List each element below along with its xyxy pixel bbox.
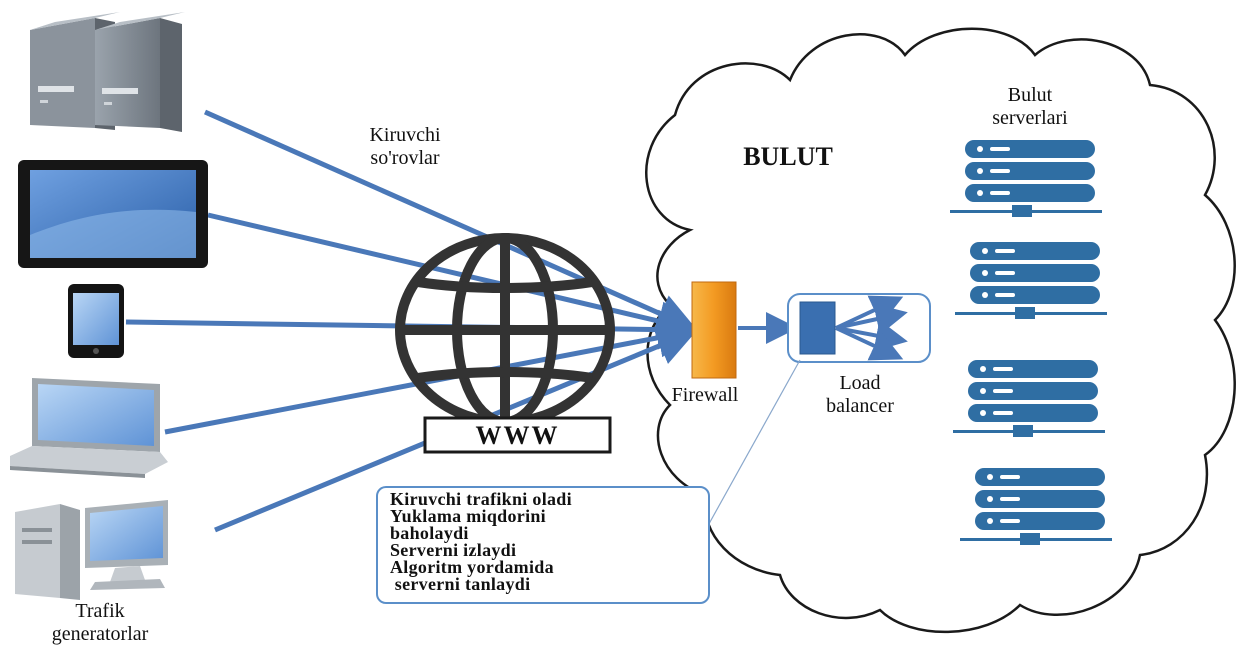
callout-line: serverni tanlaydi [390,574,531,594]
desktop-pc-icon [15,500,168,600]
callout-line: Serverni izlaydi [390,540,517,560]
callout-line: Yuklama miqdorini [390,506,546,526]
server-tower-icon [30,12,185,132]
laptop-icon [10,378,168,478]
firewall-icon [691,281,737,379]
cloud-server-icon [950,140,1102,217]
cloud-servers-line1: Bulut [1007,84,1053,106]
cloud-servers-label: Bulut serverlari [960,84,1100,130]
arrow-from-tablet [207,212,698,341]
cloud-server-icon [953,360,1105,437]
smartphone-icon [68,284,124,358]
incoming-requests-line1: Kiruvchi [369,124,441,146]
load-balancer-icon [787,293,931,363]
arrow-from-server [203,109,698,333]
callout-line: baholaydi [390,523,469,543]
cloud-server-icon [955,242,1107,319]
traffic-generators-label: Trafik generatorlar [20,600,180,646]
globe-icon [395,233,615,427]
callout-leader-line [699,359,801,541]
incoming-requests-line2: so'rovlar [370,147,440,169]
traffic-generators-line2: generatorlar [51,623,149,645]
cloud-title: BULUT [743,142,833,171]
www-box [423,416,612,454]
callout-line: Kiruvchi trafikni oladi [390,489,572,509]
www-label: WWW [475,421,560,450]
load-balancer-label: Load balancer [800,372,920,418]
callout-line: Algoritm yordamida [390,557,554,577]
load-balancer-line1: Load [839,372,881,394]
cloud-server-icon [960,468,1112,545]
incoming-requests-label: Kiruvchi so'rovlar [335,124,475,170]
load-balancer-line2: balancer [826,395,894,417]
tablet-icon [18,160,208,268]
firewall-label: Firewall [671,384,739,406]
arrow-from-laptop [164,317,698,435]
cloud-servers-line2: serverlari [992,107,1068,129]
traffic-generators-line1: Trafik [75,600,125,622]
load-balancer-callout: Kiruvchi trafikni oladi Yuklama miqdorin… [376,486,710,604]
